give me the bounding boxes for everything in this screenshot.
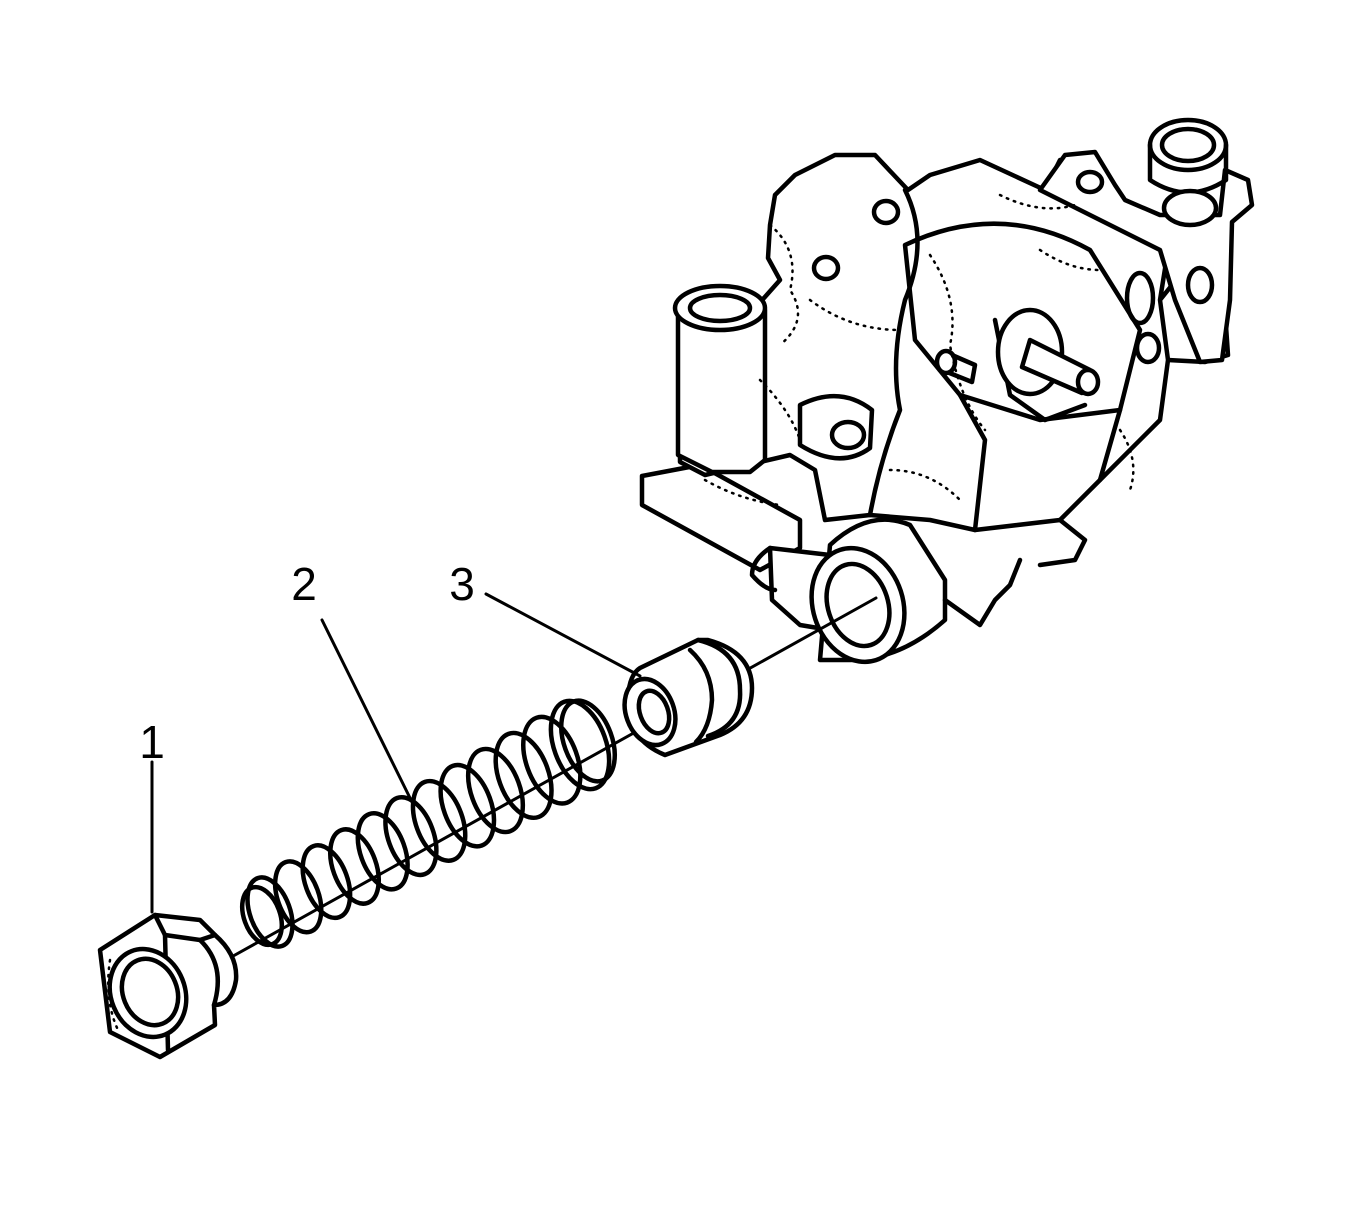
spring-coil [383, 795, 439, 878]
callout-1: 1 [139, 716, 165, 914]
spring-coil [465, 746, 526, 835]
spring-coil [548, 698, 612, 792]
flow-control-valve [622, 637, 755, 758]
spring-coil [438, 762, 497, 849]
spring-coil [493, 730, 554, 821]
spring-coil [521, 714, 583, 806]
spring-coil [328, 827, 381, 906]
callout-2: 2 [291, 558, 414, 804]
spring-end-coil [239, 884, 285, 948]
callout-3: 3 [449, 558, 642, 678]
spring-coil [272, 859, 324, 935]
callout-2-label: 2 [291, 558, 317, 610]
spring-coil [410, 778, 468, 863]
valve-spring [239, 698, 617, 949]
callout-1-label: 1 [139, 716, 165, 768]
valve-cap [97, 912, 239, 1060]
spring-coil [245, 875, 295, 949]
spring-coil [300, 843, 353, 921]
callout-3-label: 3 [449, 558, 475, 610]
pump-housing [639, 117, 1255, 665]
spring-coil [355, 811, 410, 892]
spring-end-coil [559, 698, 617, 784]
